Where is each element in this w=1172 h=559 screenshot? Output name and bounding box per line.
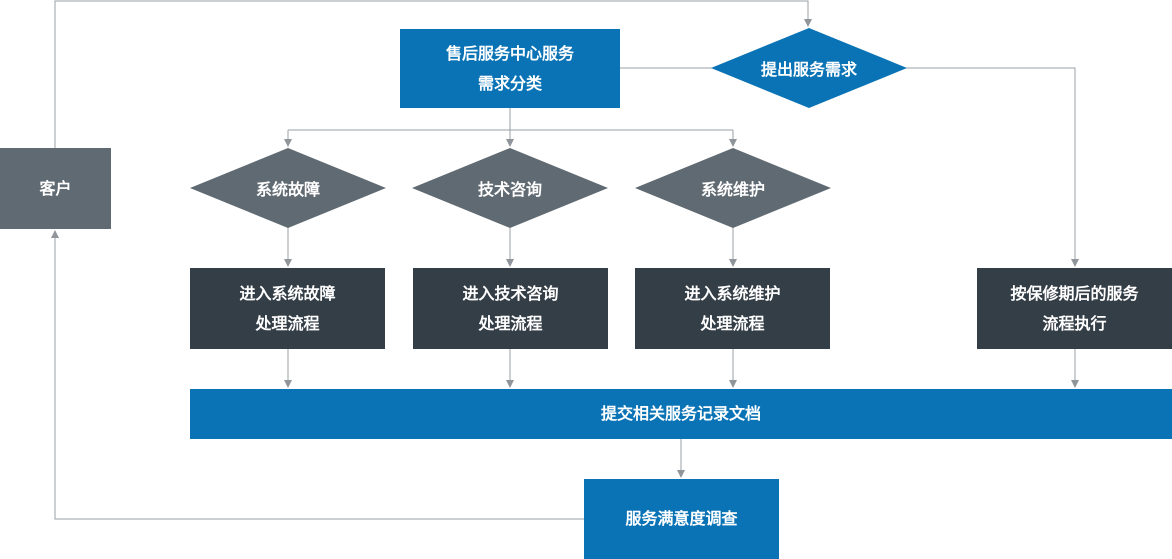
decision-tech-consult: 技术咨询 [412,148,608,228]
edge-customer-to-request [54,0,812,148]
process-line1: 进入系统维护 [684,283,781,303]
customer-box: 客户 [0,148,111,229]
process-line2: 处理流程 [478,313,543,333]
process-line2: 处理流程 [700,313,765,333]
decision-system-maintenance: 系统维护 [635,148,831,228]
decision-system-fault: 系统故障 [190,148,386,228]
satisfaction-survey-box: 服务满意度调查 [584,479,779,559]
service-center-box: 售后服务中心服务 需求分类 [400,29,620,108]
process-line1: 进入技术咨询 [462,283,559,303]
warranty-line1: 按保修期后的服务 [1010,283,1139,303]
decision-label: 系统故障 [255,180,320,199]
service-center-line1: 售后服务中心服务 [445,43,574,63]
request-label: 提出服务需求 [760,60,857,79]
process-tech-consult: 进入技术咨询 处理流程 [413,268,608,349]
process-system-maintenance: 进入系统维护 处理流程 [635,268,830,349]
edge-request-to-warranty [906,67,1079,267]
warranty-line2: 流程执行 [1042,313,1107,333]
process-system-fault: 进入系统故障 处理流程 [190,268,385,349]
decision-label: 技术咨询 [477,180,542,199]
request-diamond: 提出服务需求 [711,28,907,108]
service-center-line2: 需求分类 [477,73,542,93]
decision-label: 系统维护 [700,180,765,199]
submit-label: 提交相关服务记录文档 [600,404,761,423]
process-line2: 处理流程 [255,313,320,333]
survey-label: 服务满意度调查 [625,509,738,528]
process-warranty: 按保修期后的服务 流程执行 [977,268,1172,349]
process-line1: 进入系统故障 [239,283,336,303]
submit-records-bar: 提交相关服务记录文档 [190,389,1172,439]
customer-label: 客户 [39,178,72,198]
edge-survey-to-customer [51,230,584,520]
